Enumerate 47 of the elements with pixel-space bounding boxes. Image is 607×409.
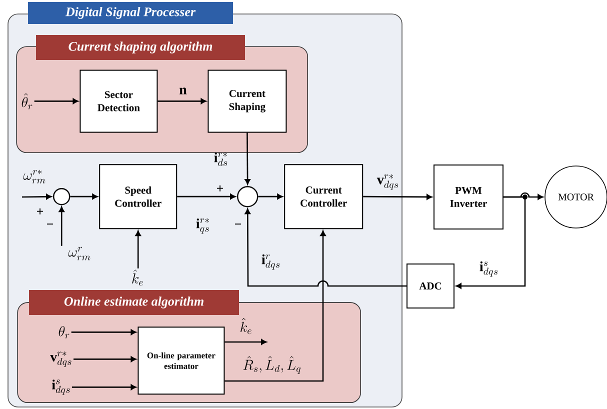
signal-label: $\mathbf{i}^{s}_{dqs}$ <box>52 380 70 395</box>
sign-label: − <box>47 224 54 225</box>
arrow <box>258 194 283 200</box>
panel-title: Online estimate algorithm <box>29 290 239 315</box>
block-box: Current Shaping <box>208 70 287 133</box>
edge-label: $\mathbf{n}$ <box>180 88 187 94</box>
block-box: Current Controller <box>284 164 364 230</box>
block-box: On-line parameter estimator <box>138 326 225 395</box>
arrow <box>71 329 136 335</box>
arrow <box>363 194 432 200</box>
block-box: Sector Detection <box>80 70 158 133</box>
edge-label: $\mathbf{i}^{s}_{dqs}$ <box>480 261 498 277</box>
signal-label: $\omega^{r*}_{rm}$ <box>23 170 46 184</box>
arrow <box>74 356 136 362</box>
signal-label: $\theta_r$ <box>58 326 70 338</box>
edge-label: $\mathbf{i}^{r*}_{qs}$ <box>196 218 209 234</box>
edge-label: $\hat{k}_e$ <box>240 318 252 334</box>
arrow <box>135 230 141 268</box>
arrow <box>58 206 64 246</box>
arrow <box>244 132 250 185</box>
arrow <box>224 339 267 345</box>
edge-label: $\mathbf{i}^{r}_{dqs}$ <box>262 254 280 270</box>
summing-junction <box>237 186 258 208</box>
arrow <box>456 194 528 289</box>
signal-label: $\omega^{r}_{rm}$ <box>68 246 90 260</box>
edge-label: $\mathbf{v}^{r*}_{dqs}$ <box>376 174 398 190</box>
arrow <box>158 98 206 104</box>
panel-title: Current shaping algorithm <box>36 35 245 60</box>
arrow <box>72 384 136 390</box>
arrow <box>177 194 236 200</box>
block-box: ADC <box>406 264 454 308</box>
arrow <box>224 230 326 382</box>
edge-label: $\mathbf{i}^{r*}_{ds}$ <box>214 152 228 166</box>
arrow <box>34 98 78 104</box>
edge-label: $\hat{R}_s, \hat{L}_d, \hat{L}_q$ <box>243 356 301 374</box>
sign-label: − <box>235 224 242 225</box>
arrow <box>244 208 406 287</box>
block-box: PWM Inverter <box>434 164 504 230</box>
sign-label: + <box>217 185 224 192</box>
signal-label: $\mathbf{v}^{r*}_{dqs}$ <box>50 352 72 367</box>
signal-label: $\hat{\theta}_r$ <box>22 93 32 110</box>
signal-label: $\hat{k}_e$ <box>132 270 143 286</box>
arrow <box>70 194 98 200</box>
panel-title: Digital Signal Processer <box>28 2 233 24</box>
sign-label: + <box>37 208 44 214</box>
block-box: Speed Controller <box>99 164 178 230</box>
arrow <box>22 194 52 200</box>
